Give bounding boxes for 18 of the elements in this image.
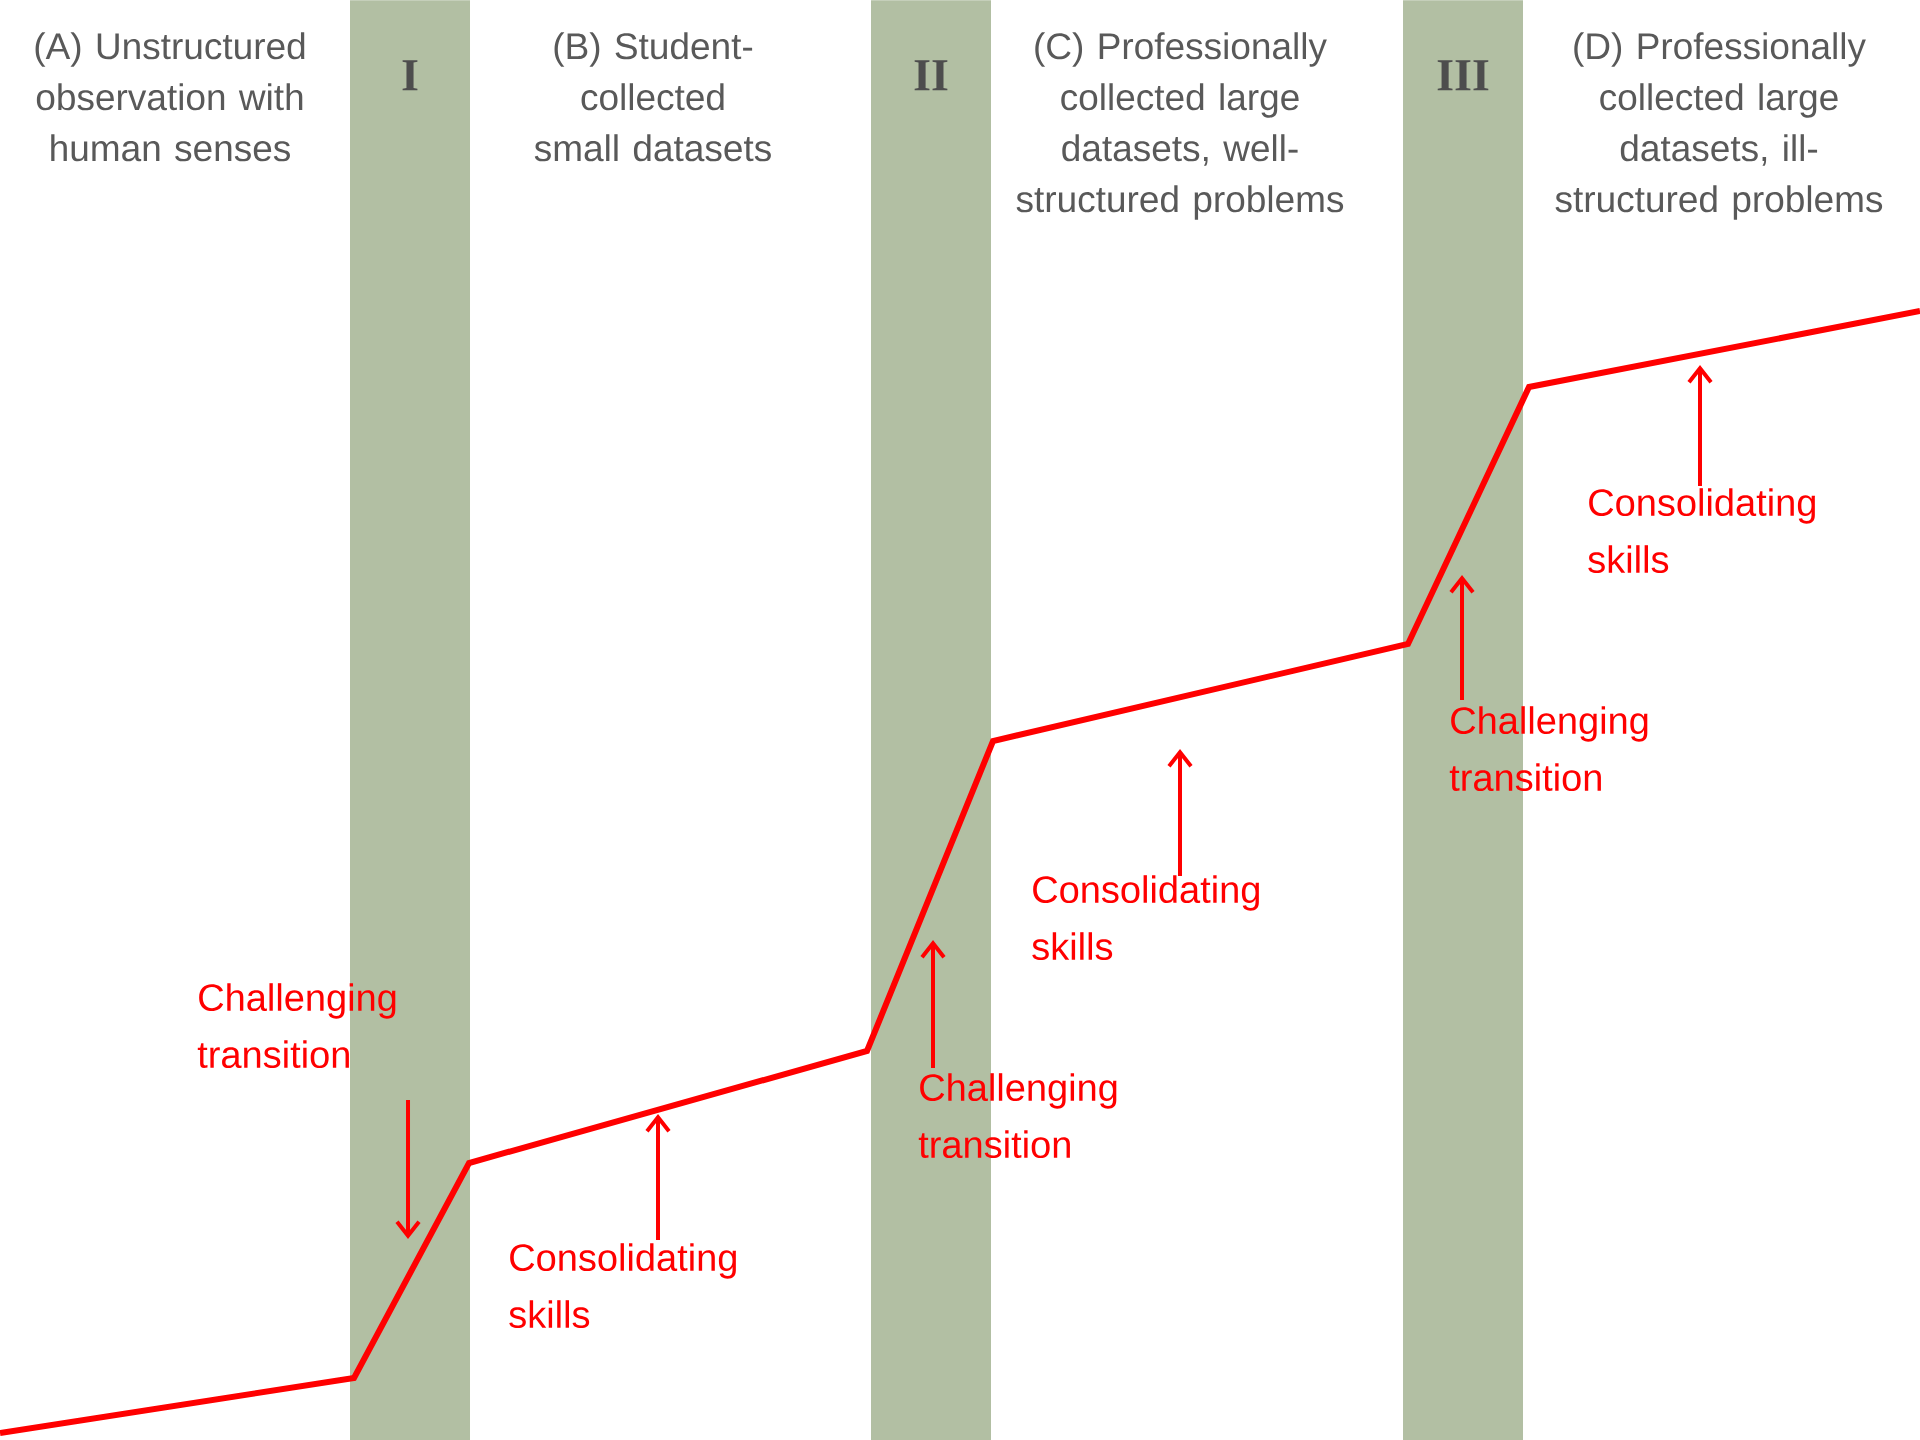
band-numeral: III [1437, 60, 1489, 91]
arrow [645, 1114, 671, 1240]
column-heading: (C) Professionally collected large datasets, well-structured problems [1016, 32, 1344, 220]
column-heading: (B) Student-collected small datasets [534, 32, 771, 162]
annotation-text: Challenging transition [918, 1073, 1117, 1159]
arrow [1449, 575, 1475, 700]
annotation-text: Challenging transition [1449, 706, 1648, 792]
arrow [920, 940, 946, 1068]
arrow [1167, 749, 1193, 876]
band-numeral: II [914, 60, 948, 91]
annotation-text: Consolidating skills [1032, 875, 1259, 961]
annotation-text: Challenging transition [197, 983, 396, 1069]
annotation-text: Consolidating skills [1588, 488, 1815, 574]
band-numeral: I [402, 60, 418, 91]
arrow [395, 1100, 421, 1239]
annotation-text: Consolidating skills [509, 1243, 736, 1329]
arrow [1687, 365, 1713, 486]
column-heading: (A) Unstructured observation with human senses [35, 32, 305, 162]
